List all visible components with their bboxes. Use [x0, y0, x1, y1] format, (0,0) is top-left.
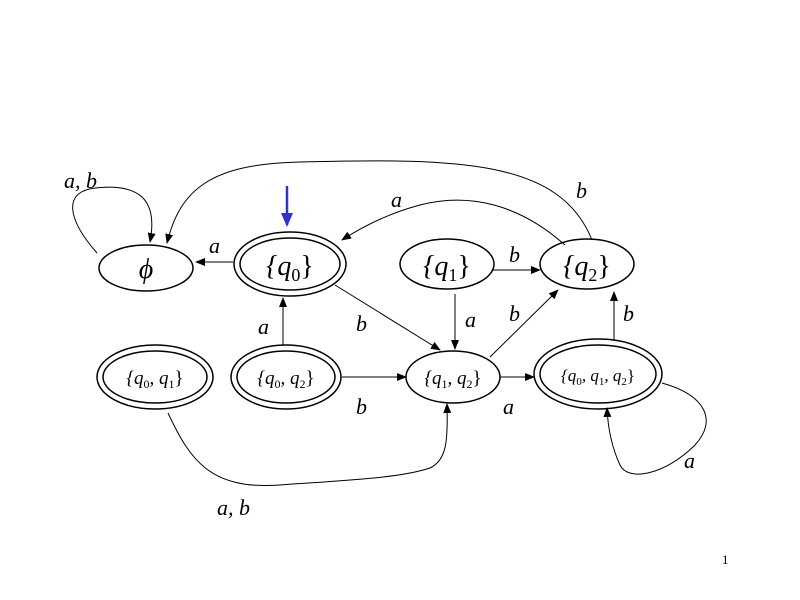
state-empty-label: ϕ — [139, 254, 154, 285]
label-q0q1q2-to-q2: b — [623, 301, 634, 326]
label-q1-to-q1q2: a — [465, 307, 476, 332]
state-q0q1q2: {q0, q1, q2} — [533, 338, 663, 410]
label-q0-to-empty: a — [209, 233, 220, 258]
state-q0q2-label: {q0, q2} — [257, 368, 314, 391]
label-q0q2-to-q0: a — [258, 314, 269, 339]
state-q0q1: {q0, q1} — [96, 344, 214, 410]
label-q0q2-to-q1q2: b — [356, 394, 367, 419]
edge-empty-loop — [72, 186, 156, 254]
state-q2: {q2} — [539, 238, 635, 290]
label-q1-to-q2: b — [509, 242, 520, 267]
state-empty: ϕ — [98, 244, 194, 292]
state-q1: {q1} — [399, 238, 495, 290]
state-q0q1q2-label: {q0, q1, q2} — [561, 366, 635, 388]
edge-q1q2-to-q2 — [489, 289, 559, 358]
label-q2-to-q0: a — [391, 187, 402, 212]
label-empty-loop: a, b — [64, 168, 97, 193]
label-q1q2-to-q2: b — [509, 301, 520, 326]
edge-q0q1q2-loop — [603, 382, 707, 475]
label-q1q2-to-q0q1q2: a — [503, 394, 514, 419]
state-q0q1-label: {q0, q1} — [126, 368, 183, 391]
state-q2-label: {q2} — [563, 251, 611, 285]
state-q1q2: {q1, q2} — [405, 350, 501, 404]
edge-q2-to-empty — [165, 160, 593, 244]
edge-q0-to-q1q2 — [334, 284, 441, 351]
state-q0-label: {q0} — [266, 251, 314, 285]
edge-labels: a, b a a b b a b b a b b a a a, b — [64, 168, 695, 520]
state-q0q2: {q0, q2} — [230, 344, 342, 410]
label-q0q1-to-q1q2: a, b — [217, 495, 250, 520]
states: ϕ {q0} {q1} {q2} {q0, q1} {q0, q2} — [96, 231, 663, 410]
label-q2-to-empty: b — [576, 178, 587, 203]
edge-q2-to-q0 — [341, 199, 566, 246]
label-q0q1q2-loop: a — [684, 448, 695, 473]
edge-q0q1-to-q1q2 — [167, 403, 452, 487]
edges — [72, 160, 707, 487]
state-q0: {q0} — [233, 231, 347, 297]
label-q0-to-q1q2: b — [356, 311, 367, 336]
page-number: 1 — [722, 552, 729, 567]
state-q1q2-label: {q1, q2} — [424, 368, 481, 391]
state-q1-label: {q1} — [423, 251, 471, 285]
